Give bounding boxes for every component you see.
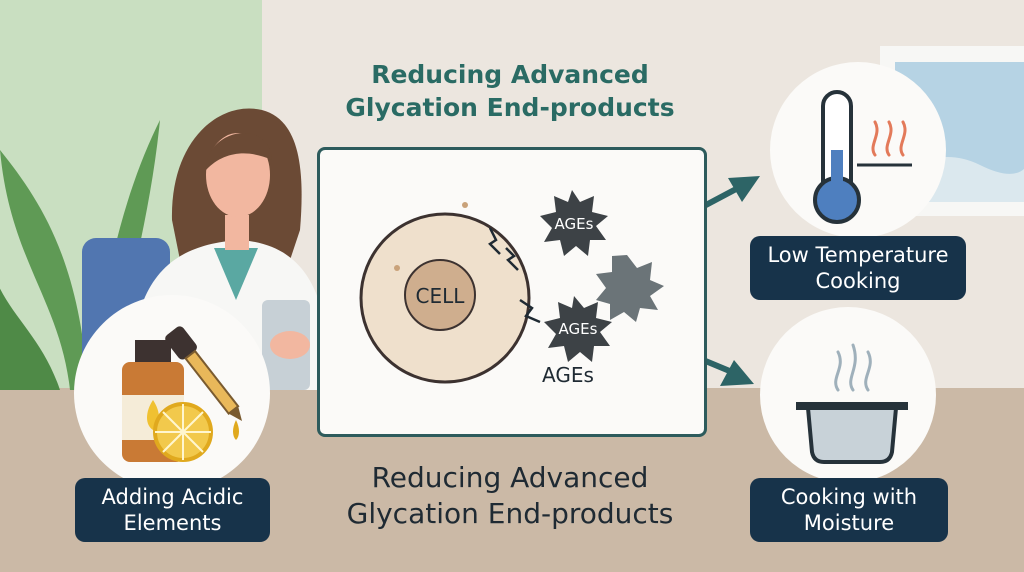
- label-acidic-line-2: Elements: [123, 511, 222, 535]
- cell-label: CELL: [416, 284, 466, 308]
- title-bottom-line-2: Glycation End-products: [346, 497, 674, 530]
- label-low-temp-line-1: Low Temperature: [767, 243, 949, 267]
- acidic-elements-illustration: [74, 295, 270, 491]
- ages-badge-2-label: AGEs: [559, 320, 598, 338]
- ages-badge-1-label: AGEs: [555, 215, 594, 233]
- ages-badge-1: AGEs: [540, 190, 608, 256]
- label-acidic-line-1: Adding Acidic: [101, 485, 244, 509]
- label-moisture-line-2: Moisture: [803, 511, 895, 535]
- low-temperature-illustration: [770, 62, 946, 238]
- label-cooking-with-moisture: Cooking with Moisture: [750, 478, 948, 542]
- label-moisture-line-1: Cooking with: [780, 485, 918, 509]
- cell-diagram-panel: CELL AGEs AGEs AGEs: [317, 147, 707, 437]
- damage-marks: [488, 227, 541, 324]
- title-top-line-2: Glycation End-products: [345, 93, 675, 122]
- label-adding-acidic-elements: Adding Acidic Elements: [75, 478, 270, 542]
- ages-badge-2: AGEs: [544, 296, 612, 362]
- cell-diagram: CELL AGEs AGEs AGEs: [359, 190, 664, 387]
- ages-cluster: [596, 255, 664, 322]
- ages-free-label: AGEs: [542, 363, 594, 387]
- label-low-temperature-cooking: Low Temperature Cooking: [750, 236, 966, 300]
- title-top: Reducing Advanced Glycation End-products: [300, 58, 720, 124]
- title-top-line-1: Reducing Advanced: [371, 60, 649, 89]
- title-bottom: Reducing Advanced Glycation End-products: [300, 460, 720, 532]
- title-bottom-line-1: Reducing Advanced: [371, 461, 649, 494]
- nucleus: [404, 259, 476, 331]
- cooking-moisture-illustration: [760, 307, 936, 483]
- label-low-temp-line-2: Cooking: [815, 269, 901, 293]
